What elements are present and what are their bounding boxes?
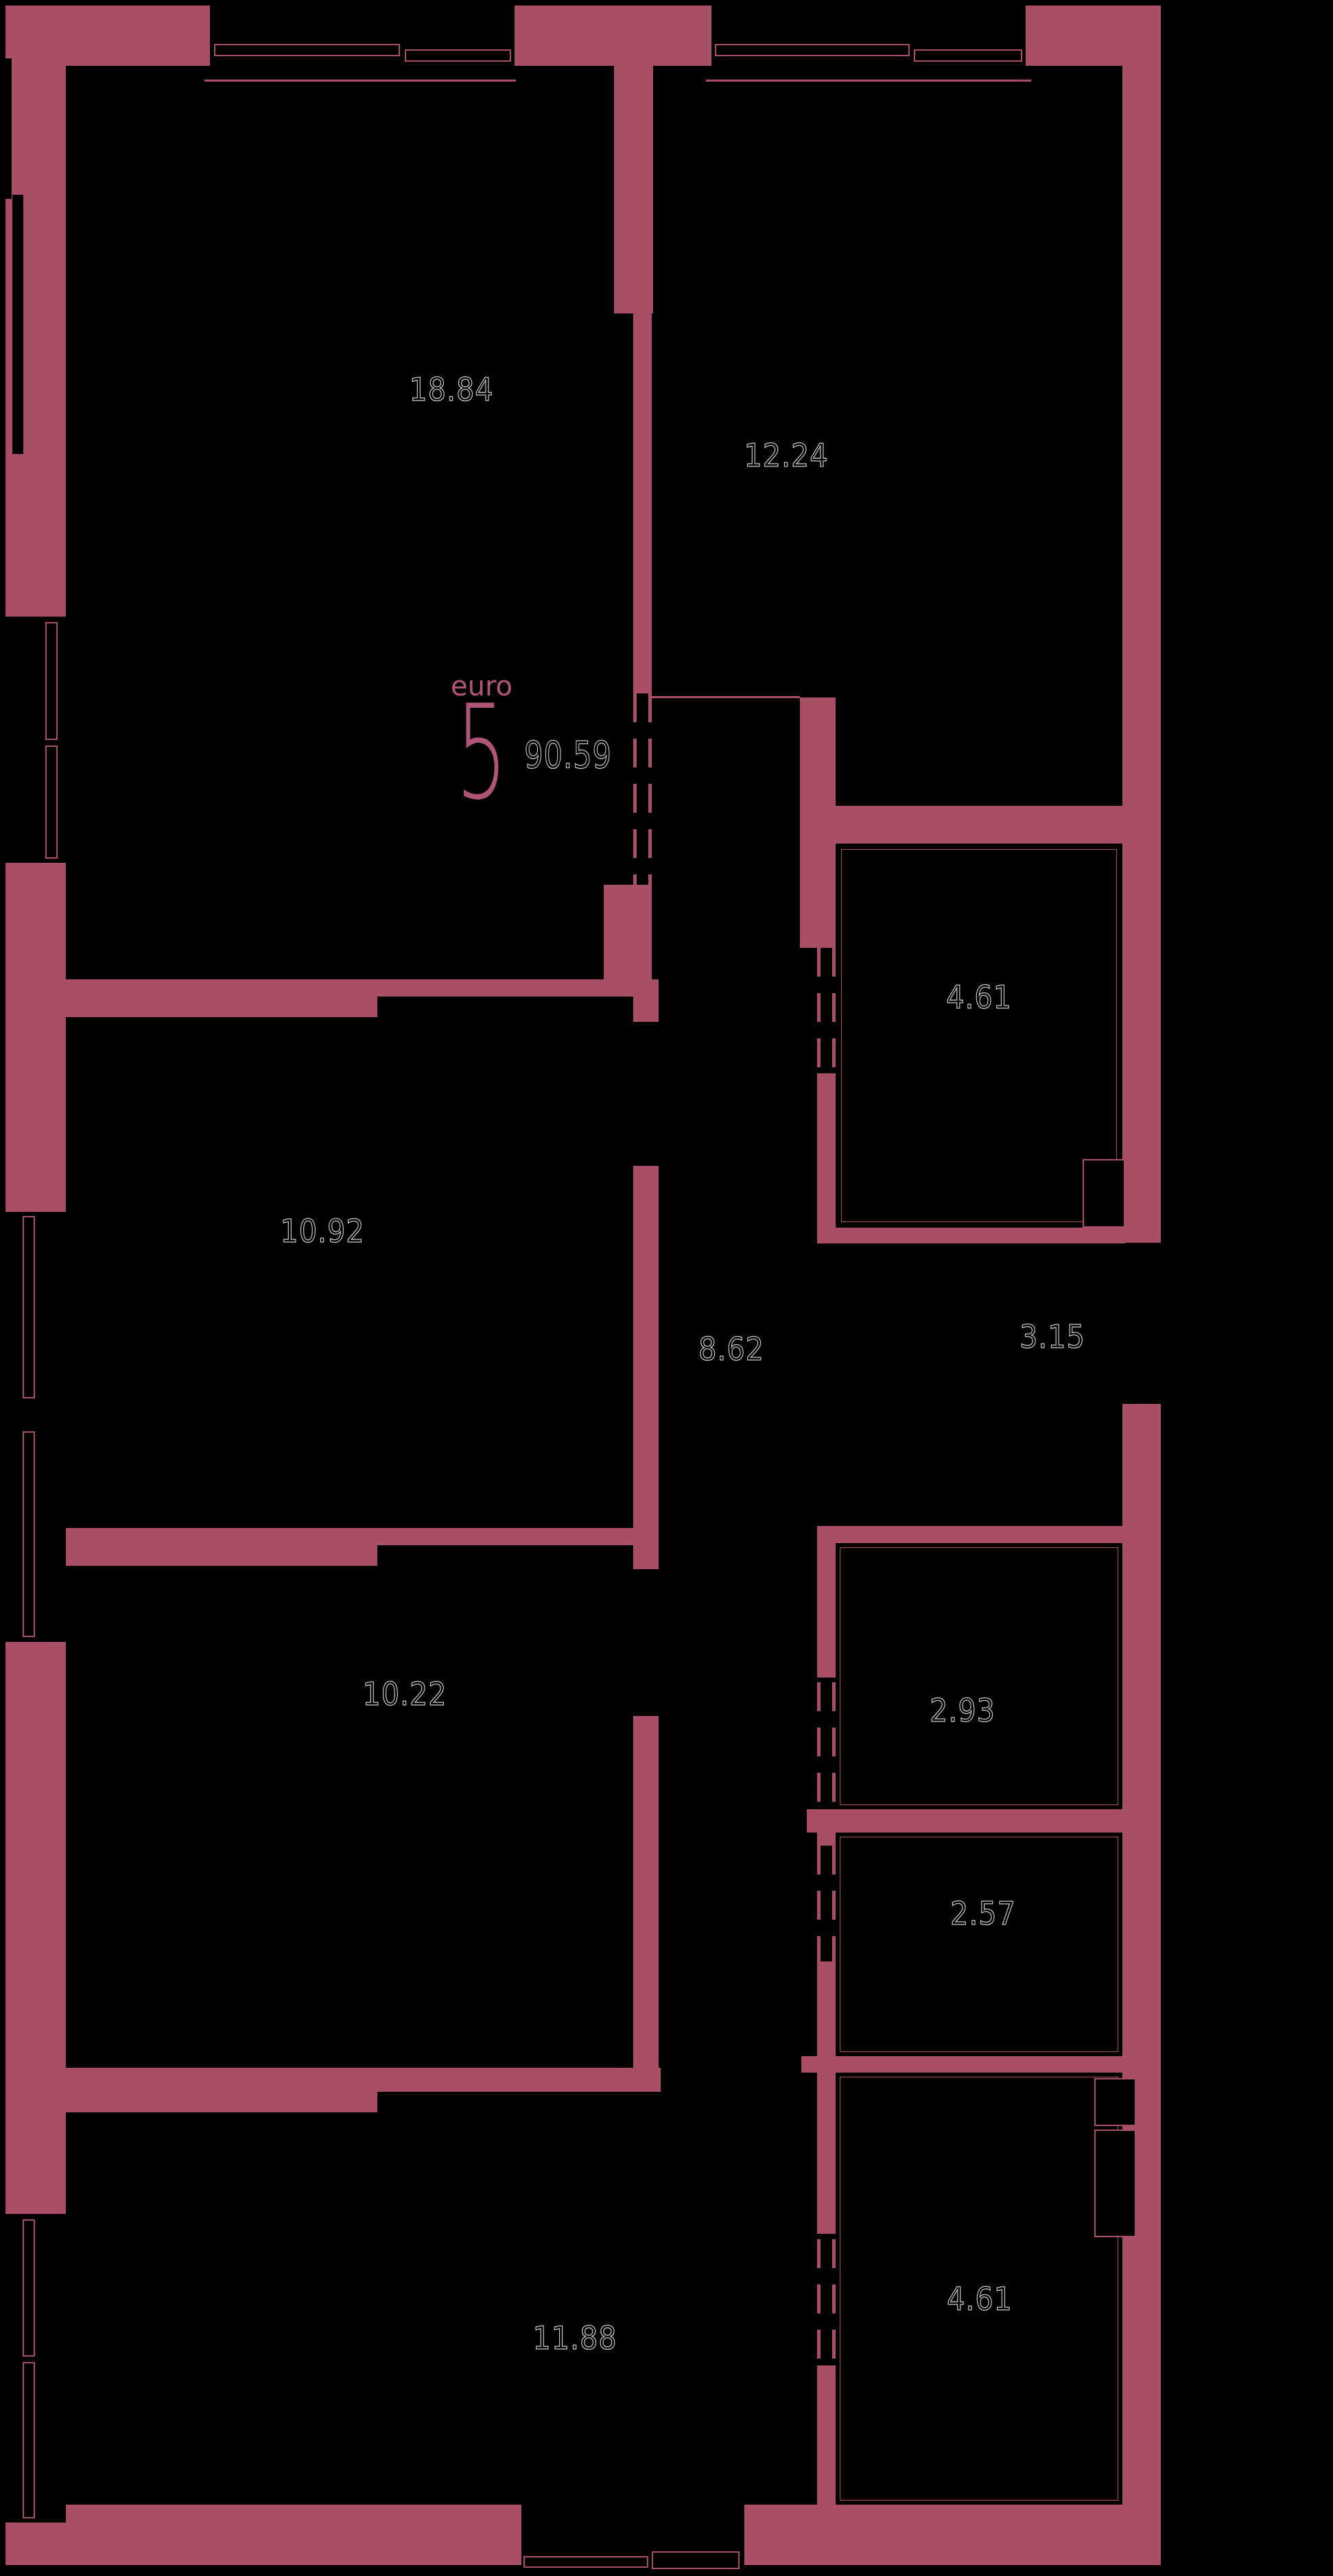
duct-bathroom-lower-b [1094, 2130, 1136, 2237]
room-area-bathroom-upper: 4.61 [946, 978, 1012, 1016]
window-living-left-sash-a [45, 622, 58, 740]
door-bathroom-upper-dashed [817, 948, 836, 1073]
room-area-storage: 2.57 [950, 1894, 1016, 1932]
door-bathroom-lower-dashed [817, 2239, 836, 2359]
window-bedrooms-opening [5, 1212, 66, 1642]
window-bottom-sash-a [523, 2556, 648, 2568]
duct-bathroom-lower-a [1094, 2078, 1136, 2126]
room-area-hallway: 3.15 [1019, 1317, 1085, 1355]
door-wc-dashed [817, 1682, 836, 1812]
duct-bathroom-upper [1083, 1159, 1125, 1228]
opening-living-dashed [633, 693, 652, 885]
unit-rooms-number: 5 [456, 677, 508, 828]
room-area-living: 18.84 [409, 370, 494, 408]
wall-bathroom-lower-top [801, 2056, 1139, 2073]
window-bottom-bedroom-opening [5, 2214, 66, 2523]
wall-bottom-bedroom-top-thin [377, 2068, 661, 2092]
door-storage-dashed [817, 1846, 836, 1961]
window-living-left-sash-b [45, 746, 58, 859]
outline-storage [840, 1837, 1118, 2052]
wall-bedrooms-divider-thick [66, 1528, 377, 1566]
outline-wc [840, 1547, 1118, 1805]
room-area-bathroom-lower: 4.61 [947, 2280, 1013, 2317]
window-living-slot-outer [5, 58, 12, 199]
wall-bathroom-upper-left [817, 1073, 836, 1228]
room-area-bedroom-middle: 10.92 [280, 1212, 365, 1250]
wall-bathroom-lower-left [817, 2365, 836, 2505]
room-area-bedroom-bottom: 11.88 [532, 2319, 617, 2357]
wall-bathroom-upper-top [800, 806, 1125, 844]
wall-living-stub [604, 885, 652, 979]
wall-wc-left-a [817, 1526, 836, 1678]
wall-corridor-left-a [633, 979, 659, 1022]
wall-living-bedroom-thin [377, 979, 633, 997]
window-top-living-sash-a [214, 44, 400, 56]
room-area-corridor: 8.62 [698, 1330, 764, 1368]
wall-living-kitchen [633, 313, 652, 693]
wall-bedrooms-divider-thin [377, 1528, 635, 1545]
wall-living-kitchen-top [614, 66, 653, 313]
window-bottom-bedroom-sash-b [23, 2362, 35, 2518]
wall-bottom-bedroom-top-thick [66, 2068, 377, 2112]
outline-bathroom-lower [840, 2077, 1118, 2501]
wall-bathroom-upper-bottom [817, 1228, 1125, 1243]
room-area-bedroom-lower: 10.22 [362, 1675, 447, 1713]
window-bedrooms-sash-b [23, 1431, 35, 1637]
wall-top-middle [515, 5, 711, 66]
wall-right-upper [1122, 5, 1161, 1243]
unit-total-area: 90.59 [524, 733, 612, 777]
window-top-living-sill [204, 80, 516, 82]
wall-living-bedroom-thick [66, 979, 377, 1017]
wall-corridor-left-c [633, 1716, 659, 2068]
window-bottom-bedroom-sash-a [23, 2219, 35, 2357]
window-bottom-sash-b [652, 2551, 740, 2569]
wall-wc-top [817, 1526, 1122, 1543]
window-kitchen-sash-a [715, 44, 910, 56]
wall-corridor-left-b [633, 1166, 659, 1569]
window-bedrooms-sash-a [23, 1216, 35, 1398]
window-kitchen-sash-b [914, 49, 1022, 62]
outline-bathroom-upper [841, 849, 1117, 1222]
room-area-kitchen: 12.24 [744, 436, 829, 474]
room-area-wc: 2.93 [930, 1691, 995, 1729]
wall-right-lower [1122, 1404, 1161, 2565]
wall-wc-storage-divider [807, 1809, 1122, 1833]
window-kitchen-sill [706, 80, 1031, 82]
window-top-living-sash-b [405, 49, 511, 62]
wall-storage-left [817, 1961, 836, 2234]
window-living-slot [12, 195, 23, 454]
kitchen-open-edge [652, 696, 800, 698]
unit-layout-label: euro [451, 671, 512, 702]
